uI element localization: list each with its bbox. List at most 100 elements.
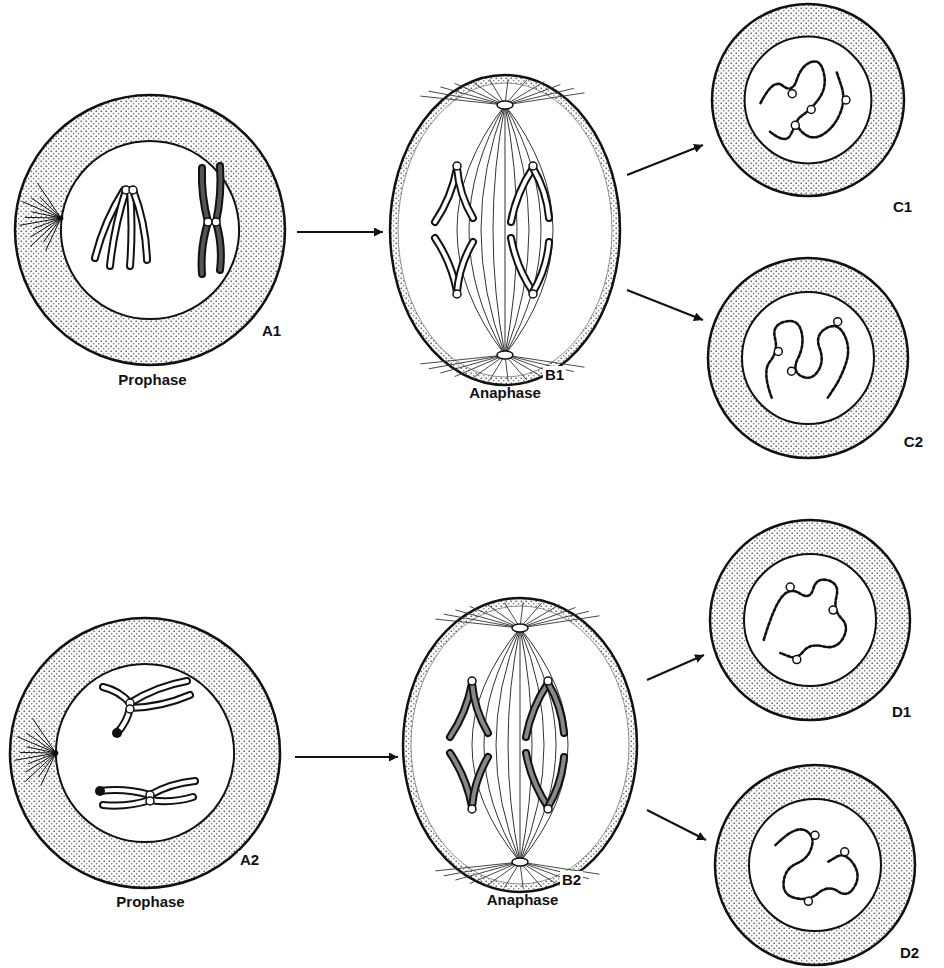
phase-label: Prophase bbox=[10, 371, 295, 389]
cytoplasm bbox=[710, 520, 910, 720]
nucleus bbox=[745, 37, 872, 164]
cytoplasm bbox=[15, 95, 285, 365]
spindle-fiber bbox=[484, 628, 520, 862]
chromatid bbox=[526, 753, 548, 807]
chromatid bbox=[216, 166, 221, 222]
cell-node: C1 bbox=[705, 2, 920, 222]
spindle-fiber bbox=[520, 628, 556, 862]
aster-ray bbox=[26, 733, 56, 753]
cell-label: A1 bbox=[260, 322, 283, 340]
centrosome bbox=[58, 216, 63, 221]
cell-node: B1Anaphase bbox=[385, 72, 625, 407]
aster-ray bbox=[429, 355, 505, 369]
chromatid bbox=[450, 753, 472, 807]
chromatid-outline bbox=[130, 190, 132, 266]
daughter-cell bbox=[706, 517, 921, 727]
spindle-fiber bbox=[520, 628, 568, 862]
cell-label: A2 bbox=[238, 851, 261, 869]
aster-ray bbox=[32, 718, 56, 753]
centromere bbox=[529, 162, 537, 170]
cell-interior bbox=[398, 83, 612, 377]
aster-ray bbox=[444, 862, 520, 876]
centromere bbox=[788, 90, 796, 98]
chromatid-outline bbox=[548, 683, 564, 733]
cell-label: D2 bbox=[898, 944, 921, 962]
spindle-fiber bbox=[505, 105, 541, 355]
centromere bbox=[834, 318, 842, 326]
chromatid bbox=[100, 790, 150, 795]
cell-label: B2 bbox=[560, 871, 583, 889]
chromatid bbox=[103, 800, 150, 806]
aster-ray bbox=[444, 614, 520, 628]
chromatid-outline bbox=[450, 753, 472, 807]
chromatid-outline bbox=[472, 683, 488, 733]
aster-ray bbox=[429, 91, 505, 105]
centromere bbox=[129, 186, 137, 194]
cell-label: B1 bbox=[543, 366, 566, 384]
spindle-fiber bbox=[472, 628, 520, 862]
nucleus bbox=[742, 292, 874, 424]
cell-label: C1 bbox=[891, 198, 914, 216]
chromatid bbox=[435, 168, 457, 222]
phase-label: Anaphase bbox=[400, 891, 645, 909]
arrow-connector bbox=[627, 145, 703, 175]
chromatid bbox=[435, 238, 457, 292]
aster-ray bbox=[520, 608, 575, 629]
chromatid bbox=[472, 683, 488, 733]
chromatin bbox=[764, 580, 846, 658]
spindle-fiber bbox=[493, 105, 505, 355]
nucleus bbox=[61, 141, 239, 319]
chromatid bbox=[130, 695, 190, 708]
chromatid-outline bbox=[548, 757, 564, 807]
daughter-cell bbox=[708, 762, 923, 966]
chromatid-outline bbox=[450, 683, 472, 737]
centromere bbox=[788, 367, 796, 375]
nucleus bbox=[744, 554, 876, 686]
chromatid bbox=[133, 190, 147, 260]
chromatid-outline bbox=[533, 242, 549, 292]
chromatid bbox=[202, 168, 208, 222]
arrow-connector bbox=[647, 655, 704, 680]
prophase-cell bbox=[8, 615, 293, 915]
cell-interior bbox=[411, 606, 629, 884]
chromatid bbox=[472, 757, 488, 807]
cell-node: A2Prophase bbox=[8, 615, 293, 915]
cell-node: C2 bbox=[705, 255, 925, 455]
spindle-fiber bbox=[469, 105, 505, 355]
chromatid bbox=[150, 781, 195, 795]
chromatid-outline bbox=[457, 168, 473, 218]
spindle-fiber bbox=[505, 105, 506, 355]
spindle-fiber bbox=[505, 105, 517, 355]
chromatid-outline bbox=[526, 753, 548, 807]
centromere bbox=[811, 831, 819, 839]
chromatid-outline bbox=[511, 238, 533, 292]
aster-ray bbox=[31, 198, 61, 218]
phase-label: Anaphase bbox=[385, 384, 625, 402]
cell-node: A1Prophase bbox=[10, 90, 295, 392]
cell-outline bbox=[390, 75, 620, 385]
chromatid bbox=[511, 238, 533, 292]
chromatid bbox=[548, 757, 564, 807]
spindle-fiber bbox=[505, 105, 553, 355]
chromatid-outline bbox=[435, 168, 457, 222]
cytoplasm bbox=[715, 765, 915, 965]
arrow-connector bbox=[297, 231, 383, 233]
centromere bbox=[544, 805, 552, 813]
centromere bbox=[807, 106, 815, 114]
centromere bbox=[841, 848, 849, 856]
spindle-fiber bbox=[481, 105, 505, 355]
aster-ray bbox=[520, 616, 600, 628]
daughter-cell bbox=[705, 2, 920, 222]
chromatid bbox=[130, 190, 132, 266]
centromere bbox=[804, 897, 812, 905]
chromatid-outline bbox=[472, 757, 488, 807]
chromatid bbox=[548, 683, 564, 733]
aster-ray bbox=[28, 753, 56, 764]
centromere bbox=[529, 290, 537, 298]
centromere bbox=[126, 705, 134, 713]
aster-ray bbox=[37, 183, 61, 218]
aster-ray bbox=[520, 611, 589, 628]
chromatid-outline bbox=[110, 190, 126, 266]
aster-ray bbox=[40, 197, 61, 218]
centromere bbox=[786, 583, 794, 591]
